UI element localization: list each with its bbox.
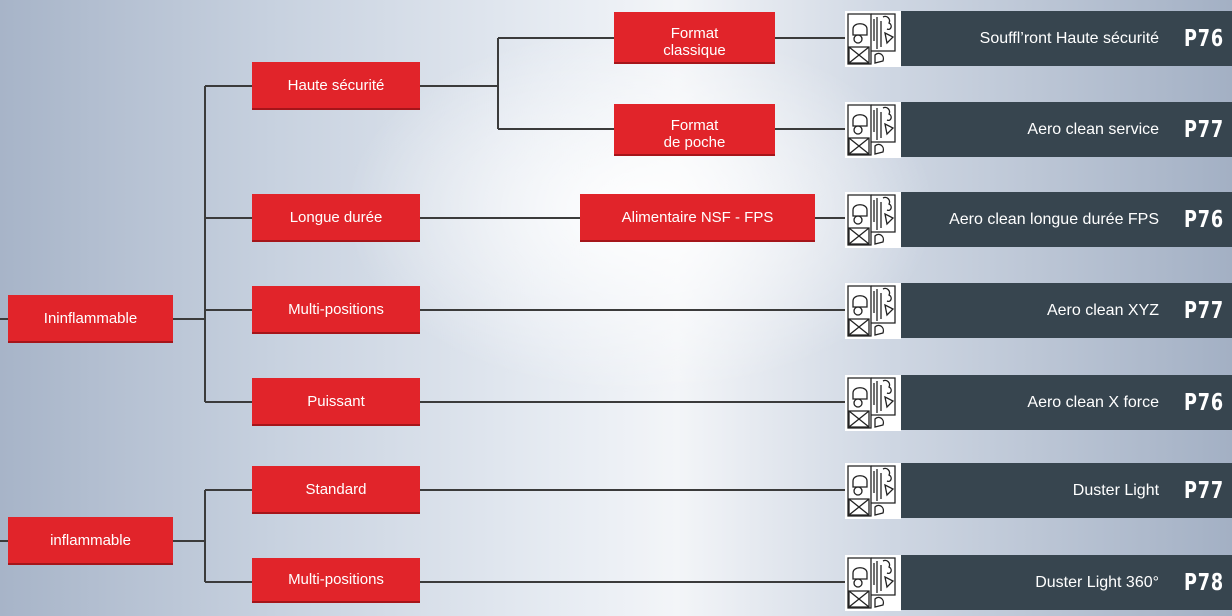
product-name: Duster Light 360° — [1035, 573, 1160, 591]
page-reference[interactable]: P76 — [1184, 389, 1224, 416]
feature-multi-positions[interactable]: Multi-positions — [252, 286, 420, 334]
feature-multi-positions-2[interactable]: Multi-positions — [252, 558, 420, 603]
flammable-pictogram-icon — [845, 463, 901, 519]
product-row[interactable]: Aero clean longue durée FPS P76 — [901, 192, 1232, 247]
non-flammable-pictogram-icon — [845, 375, 901, 431]
product-name: Aero clean service — [1027, 120, 1160, 138]
product-row[interactable]: Duster Light 360° P78 — [901, 555, 1232, 610]
non-flammable-pictogram-icon — [845, 283, 901, 339]
category-inflammable[interactable]: inflammable — [8, 517, 173, 565]
product-name: Aero clean longue durée FPS — [949, 210, 1160, 228]
subfeature-format-de-poche[interactable]: Format de poche — [614, 104, 775, 156]
page-reference[interactable]: P77 — [1184, 477, 1224, 504]
product-row[interactable]: Duster Light P77 — [901, 463, 1232, 518]
non-flammable-pictogram-icon — [845, 192, 901, 248]
product-name: Souffl’ront Haute sécurité — [979, 29, 1160, 47]
non-flammable-pictogram-icon — [845, 11, 901, 67]
feature-haute-securite[interactable]: Haute sécurité — [252, 62, 420, 110]
feature-puissant[interactable]: Puissant — [252, 378, 420, 426]
product-row[interactable]: Souffl’ront Haute sécurité P76 — [901, 11, 1232, 66]
product-row[interactable]: Aero clean X force P76 — [901, 375, 1232, 430]
page-reference[interactable]: P77 — [1184, 116, 1224, 143]
non-flammable-pictogram-icon — [845, 102, 901, 158]
page-reference[interactable]: P77 — [1184, 297, 1224, 324]
subfeature-alimentaire-nsf-fps[interactable]: Alimentaire NSF - FPS — [580, 194, 815, 242]
connector-lines — [0, 37, 845, 583]
page-reference[interactable]: P76 — [1184, 25, 1224, 52]
page-reference[interactable]: P78 — [1184, 569, 1224, 596]
subfeature-format-classique[interactable]: Format classique — [614, 12, 775, 64]
product-row[interactable]: Aero clean service P77 — [901, 102, 1232, 157]
product-name: Aero clean X force — [1027, 393, 1160, 411]
feature-standard[interactable]: Standard — [252, 466, 420, 514]
product-row[interactable]: Aero clean XYZ P77 — [901, 283, 1232, 338]
category-ininflammable[interactable]: Ininflammable — [8, 295, 173, 343]
feature-longue-duree[interactable]: Longue durée — [252, 194, 420, 242]
product-name: Aero clean XYZ — [1046, 301, 1160, 319]
product-name: Duster Light — [1072, 481, 1160, 499]
page-reference[interactable]: P76 — [1184, 206, 1224, 233]
